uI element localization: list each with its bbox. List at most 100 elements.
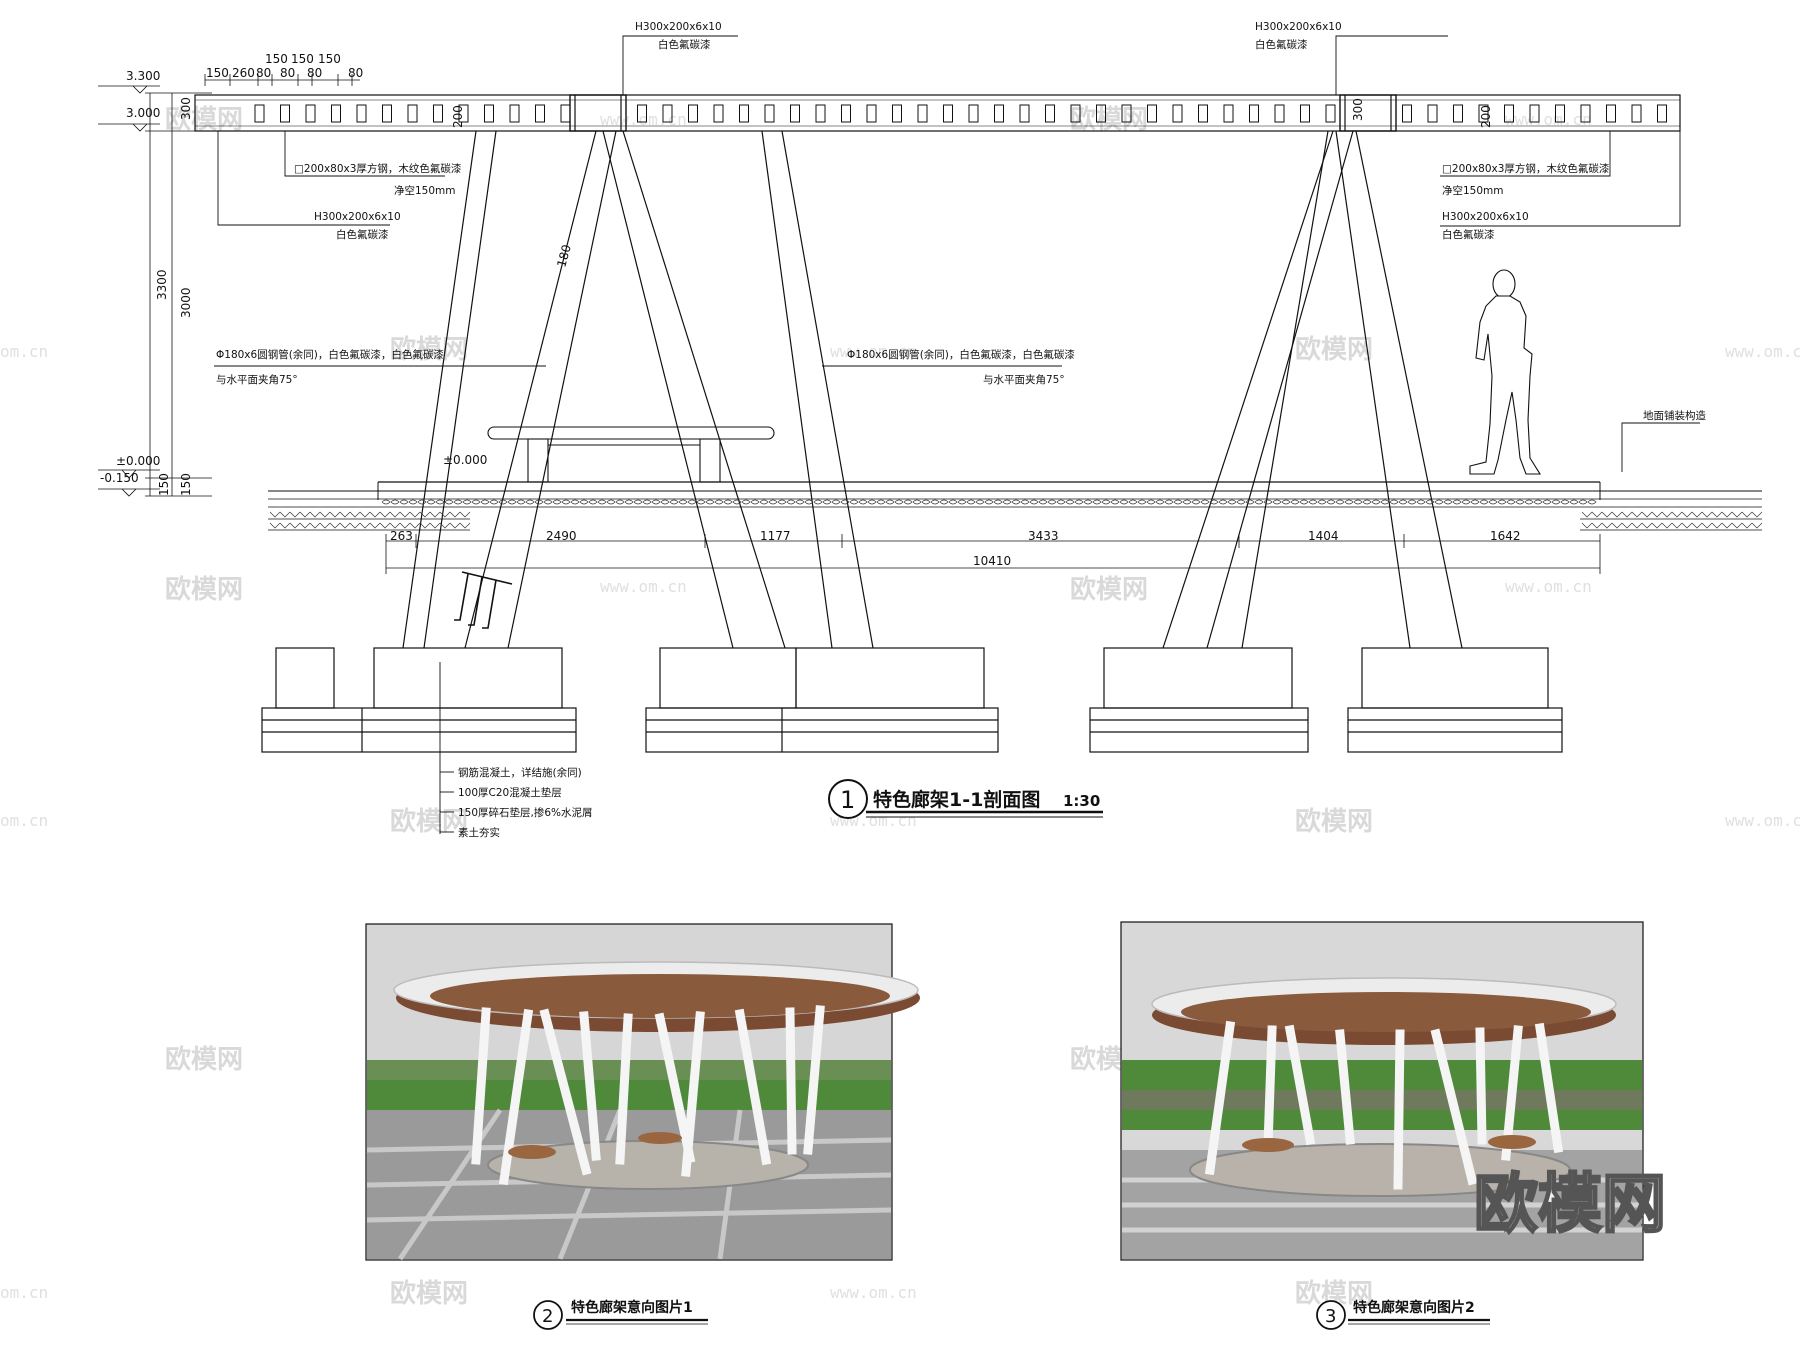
soil-hatch [359, 522, 371, 529]
soil-hatch [409, 522, 421, 529]
gravel-mark [1416, 499, 1426, 505]
gravel-mark [1533, 499, 1543, 505]
render-photo-2 [1120, 921, 1644, 1261]
watermark-layer: 欧模网 欧模网 欧模网 欧模网 欧模网 欧模网 欧模网 欧模网 欧模网 欧模网 … [0, 104, 1800, 1309]
square-tube [1325, 104, 1336, 123]
gravel-mark [1389, 499, 1399, 505]
square-tube [1070, 104, 1081, 123]
gravel-mark [1560, 499, 1570, 505]
square-tube [382, 104, 392, 123]
left-clear-note: 净空150mm [394, 184, 456, 197]
soil-hatch [329, 522, 341, 529]
gravel-mark [903, 499, 913, 505]
gravel-mark [534, 499, 544, 505]
gravel-mark [1029, 499, 1039, 505]
dim-150: 150 [206, 66, 229, 80]
beam-square-tubes [254, 104, 1667, 123]
square-tube [1606, 104, 1616, 123]
soil-hatch [319, 511, 331, 518]
soil-hatch [339, 511, 351, 518]
gravel-mark [1281, 499, 1291, 505]
gravel-mark [1407, 499, 1417, 505]
dim-10410: 10410 [973, 554, 1011, 568]
soil-hatch [1631, 511, 1643, 518]
gravel-mark [1497, 499, 1507, 505]
dim-200: 200 [1479, 105, 1493, 128]
column-note-right: Φ180x6圆钢管(余同)，白色氟碳漆，白色氟碳漆 [847, 348, 1075, 361]
soil-hatch [459, 522, 471, 529]
section-title: 特色廊架1-1剖面图 [873, 788, 1040, 811]
gravel-mark [1470, 499, 1480, 505]
soil-hatch [1621, 511, 1633, 518]
watermark-site: www.om.cn [1505, 110, 1592, 129]
gravel-mark [1038, 499, 1048, 505]
foundations [261, 647, 1563, 753]
gravel-mark [642, 499, 652, 505]
watermark-brand: 欧模网 [390, 334, 468, 365]
gravel-mark [849, 499, 859, 505]
soil-hatch [369, 522, 381, 529]
gravel-mark [1002, 499, 1012, 505]
watermark-site: www.om.cn [830, 342, 917, 361]
gravel-mark [732, 499, 742, 505]
dim-150: 150 [179, 473, 193, 496]
gravel-mark [921, 499, 931, 505]
soil-hatch [349, 511, 361, 518]
gravel-mark [1164, 499, 1174, 505]
watermark-site: om.cn [0, 811, 48, 830]
square-tube [484, 104, 494, 123]
dim-300: 300 [179, 97, 193, 120]
gravel-mark [741, 499, 751, 505]
soil-hatch [1731, 511, 1743, 518]
dim-180: 180 [554, 243, 573, 269]
soil-hatch [1651, 511, 1663, 518]
soil-hatch [1731, 522, 1743, 529]
gravel-mark [1254, 499, 1264, 505]
square-tube [1147, 104, 1157, 123]
gravel-mark [543, 499, 553, 505]
square-tube [1096, 104, 1106, 123]
gravel-mark [1290, 499, 1300, 505]
gravel-mark [894, 499, 904, 505]
square-tube [1478, 104, 1489, 123]
beam-leaders [217, 35, 1681, 227]
gravel-mark [1209, 499, 1219, 505]
gravel-mark [1335, 499, 1345, 505]
square-tube [280, 104, 290, 123]
right-clear-note: 净空150mm [1442, 184, 1504, 197]
gravel-mark [669, 499, 679, 505]
gravel-mark [1362, 499, 1372, 505]
soil-hatch [459, 511, 471, 518]
watermark-site: www.om.cn [600, 110, 687, 129]
dim-300: 300 [1351, 98, 1365, 121]
watermark-site: www.om.cn [830, 1283, 917, 1302]
paving-note: 地面铺装构造 [1643, 409, 1706, 422]
gravel-mark [975, 499, 985, 505]
gravel-mark [1056, 499, 1066, 505]
soil-hatch [1701, 522, 1713, 529]
gravel-mark [723, 499, 733, 505]
gravel-mark [615, 499, 625, 505]
watermark-brand: 欧模网 [390, 806, 468, 837]
gravel-mark [948, 499, 958, 505]
square-tube [305, 104, 316, 123]
soil-hatch [1611, 522, 1623, 529]
watermark-site: www.om.cn [1505, 577, 1592, 596]
watermark-site: www.om.cn [1725, 342, 1800, 361]
vertical-dims [98, 85, 212, 497]
square-tube [1300, 104, 1310, 123]
gravel-mark [858, 499, 868, 505]
gravel-mark [1308, 499, 1318, 505]
soil-hatch [1691, 511, 1703, 518]
soil-hatch [419, 522, 431, 529]
soil-hatch [1601, 522, 1613, 529]
soil-hatch [1621, 522, 1633, 529]
dim-150: 150 [318, 52, 341, 66]
watermark-brand: 欧模网 [165, 104, 243, 135]
soil-hatch [449, 522, 461, 529]
soil-hatch [1681, 511, 1693, 518]
gravel-mark [1182, 499, 1192, 505]
gravel-mark [381, 499, 391, 505]
top-dim-chain [204, 74, 360, 86]
square-tube [968, 104, 979, 123]
